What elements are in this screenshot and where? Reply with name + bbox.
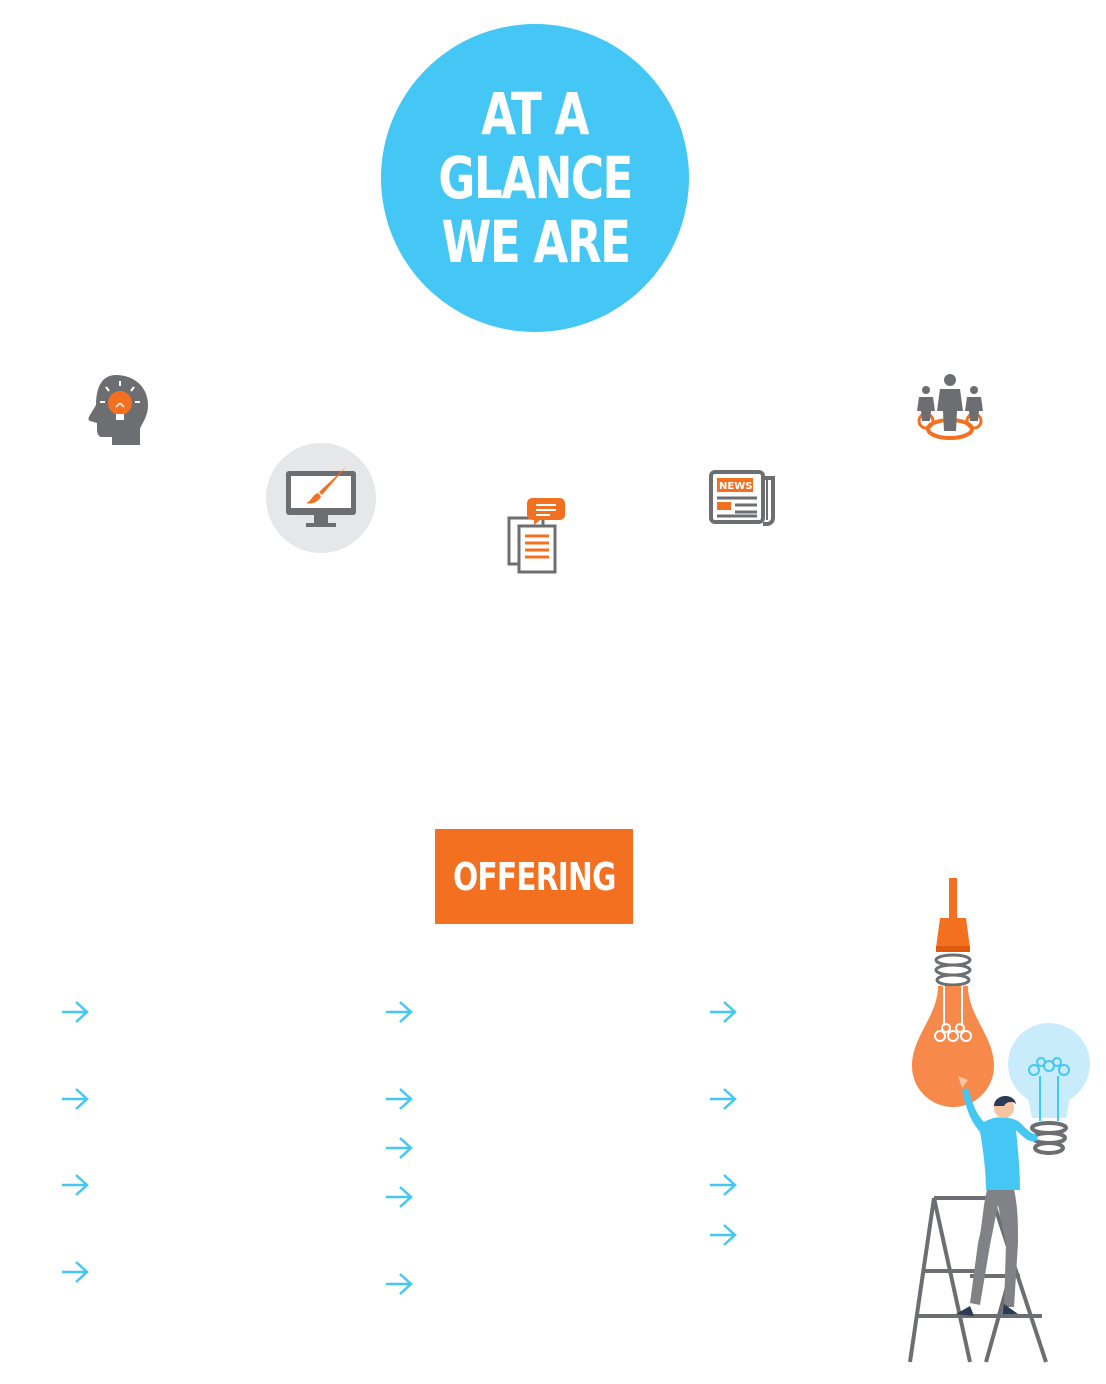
arrow-right-icon	[60, 1172, 90, 1198]
arrow-right-icon	[708, 1222, 738, 1248]
hero-title-line-1: AT A	[481, 80, 590, 148]
arrow-right-icon	[708, 999, 738, 1025]
offering-header: OFFERING	[435, 829, 633, 924]
arrow-right-icon	[708, 1086, 738, 1112]
arrow-right-icon	[384, 1184, 414, 1210]
arrow-right-icon	[384, 1086, 414, 1112]
hero-title-line-2: GLANCE	[438, 144, 633, 212]
arrow-right-icon	[708, 1172, 738, 1198]
arrow-right-icon	[384, 1135, 414, 1161]
arrow-right-icon	[60, 1259, 90, 1285]
monitor-paintbrush-icon	[266, 443, 376, 553]
arrow-right-icon	[60, 999, 90, 1025]
hero-title-line-3: WE ARE	[441, 208, 631, 276]
arrow-right-icon	[384, 1271, 414, 1297]
head-lightbulb-icon	[86, 373, 150, 447]
documents-chat-icon	[506, 496, 566, 576]
svg-text:NEWS: NEWS	[719, 481, 752, 492]
newspaper-icon: NEWS	[709, 470, 777, 526]
hero-circle: AT A GLANCE WE ARE	[381, 24, 689, 332]
lightbulb-ladder-illustration	[900, 876, 1095, 1366]
team-people-icon	[913, 373, 987, 443]
offering-label: OFFERING	[452, 854, 616, 899]
arrow-right-icon	[384, 999, 414, 1025]
arrow-right-icon	[60, 1086, 90, 1112]
